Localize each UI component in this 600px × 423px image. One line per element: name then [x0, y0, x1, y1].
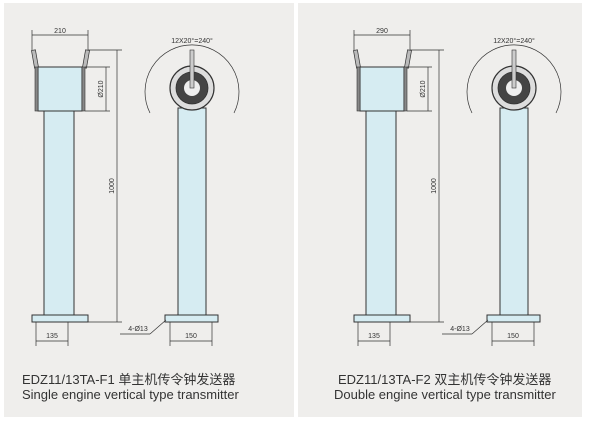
front-column [177, 107, 207, 316]
handle [31, 49, 39, 69]
hole-label: 4-Ø13 [450, 326, 470, 333]
base-dimension-label: 135 [368, 333, 380, 340]
description-f2: Double engine vertical type transmitter [334, 387, 556, 402]
drum [359, 66, 405, 112]
flange [34, 66, 39, 112]
column [365, 104, 397, 316]
front-base-plate [164, 314, 219, 323]
handle [82, 49, 90, 69]
drawing-single-engine: 210 1000 Ø210 135 12X20°=240° 150 4-Ø13 [31, 28, 240, 346]
height-dimension-label: 1000 [431, 178, 438, 194]
column [43, 104, 75, 316]
description-f1: Single engine vertical type transmitter [22, 387, 239, 402]
model-label-f2: EDZ11/13TA-F2 双主机传令钟发送器 [338, 372, 552, 387]
base-plate [31, 314, 89, 323]
width-dimension-label: 290 [376, 28, 388, 35]
base-dimension-label: 135 [46, 333, 58, 340]
front-base-dimension-label: 150 [507, 333, 519, 340]
handle [353, 49, 361, 69]
flange [81, 66, 86, 112]
flange [356, 66, 361, 112]
panel-double-engine [298, 3, 582, 417]
height-dimension-label: 1000 [109, 178, 116, 194]
diameter-dimension-label: Ø210 [420, 80, 427, 97]
front-base-plate [486, 314, 541, 323]
model-label-f1: EDZ11/13TA-F1 单主机传令钟发送器 [22, 372, 236, 387]
front-column [499, 107, 529, 316]
lever [511, 49, 517, 89]
base-plate [353, 314, 411, 323]
lever [189, 49, 195, 89]
drawing-double-engine: 290 1000 Ø210 135 12X20°=240° 150 4-Ø13 [353, 28, 562, 346]
hole-leader-line [149, 319, 167, 335]
angle-label: 12X20°=240° [171, 37, 213, 45]
drum [37, 66, 83, 112]
width-dimension-label: 210 [54, 28, 66, 35]
flange [403, 66, 408, 112]
angle-label: 12X20°=240° [493, 37, 535, 45]
hole-leader-line [471, 319, 489, 335]
front-base-dimension-label: 150 [185, 333, 197, 340]
angle-arc [466, 44, 562, 114]
angle-arc [144, 44, 240, 114]
handle [404, 49, 412, 69]
diameter-dimension-label: Ø210 [98, 80, 105, 97]
hole-label: 4-Ø13 [128, 326, 148, 333]
